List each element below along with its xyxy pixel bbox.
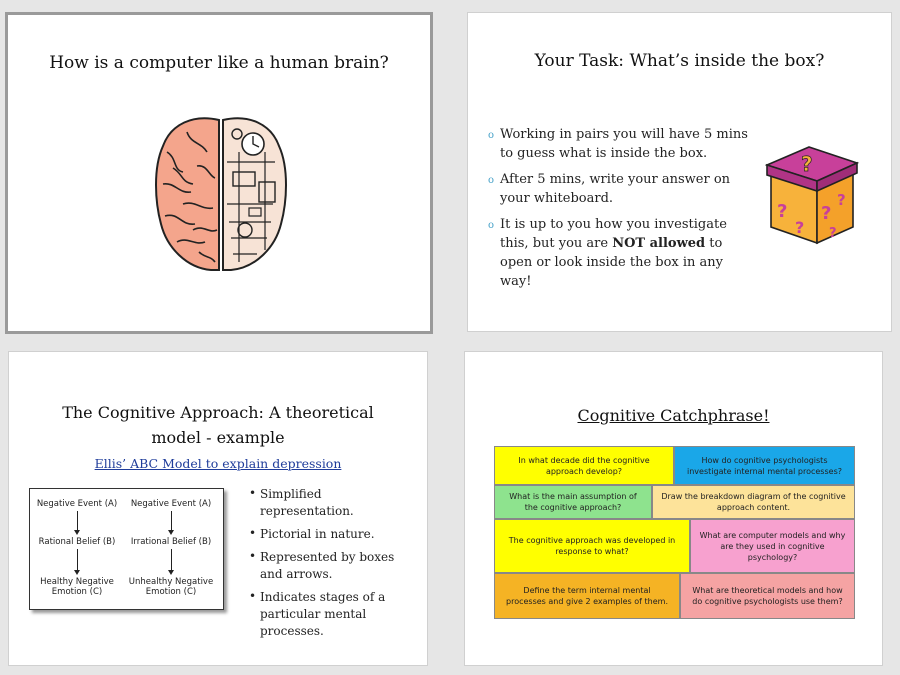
arrow-down-icon <box>168 549 174 575</box>
svg-text:?: ? <box>777 201 787 222</box>
model-bullet-3: •Represented by boxes and arrows. <box>249 549 395 581</box>
catchphrase-tile[interactable]: The cognitive approach was developed in … <box>494 519 690 573</box>
svg-text:?: ? <box>837 191 846 209</box>
catchphrase-tile[interactable]: What are computer models and why are the… <box>690 519 855 573</box>
catchphrase-tile[interactable]: Draw the breakdown diagram of the cognit… <box>652 485 855 519</box>
svg-text:?: ? <box>801 152 813 176</box>
slide-4-thumbnail[interactable]: Cognitive Catchphrase! In what decade di… <box>464 351 883 666</box>
arrow-down-icon <box>168 511 174 535</box>
catchphrase-tile[interactable]: What is the main assumption of the cogni… <box>494 485 652 519</box>
bullet-marker: o <box>488 130 495 141</box>
model-bullet-2: •Pictorial in nature. <box>249 526 375 541</box>
arrow-down-icon <box>74 549 80 575</box>
model-bullet-list: •Simplified representation. •Pictorial i… <box>249 486 417 646</box>
svg-text:?: ? <box>821 203 831 224</box>
half-brain-half-circuit-icon <box>155 117 287 271</box>
svg-text:?: ? <box>795 218 804 237</box>
model-bullet-4: •Indicates stages of a particular mental… <box>249 589 386 638</box>
arrow-down-icon <box>74 511 80 535</box>
bullet-marker: o <box>488 175 495 186</box>
slide-1-title: How is a computer like a human brain? <box>49 53 389 73</box>
slide-3-subtitle: Ellis’ ABC Model to explain depression <box>94 456 342 471</box>
model-right-a: Negative Event (A) <box>130 499 212 509</box>
model-right-b: Irrational Belief (B) <box>130 537 212 547</box>
catchphrase-tile[interactable]: How do cognitive psychologists investiga… <box>674 446 855 485</box>
model-left-a: Negative Event (A) <box>36 499 118 509</box>
catchphrase-grid: In what decade did the cognitive approac… <box>494 446 855 619</box>
catchphrase-tile[interactable]: Define the term internal mental processe… <box>494 573 680 619</box>
slide-3-title: The Cognitive Approach: A theoretical mo… <box>62 403 374 447</box>
catchphrase-tile[interactable]: What are theoretical models and how do c… <box>680 573 855 619</box>
model-left-b: Rational Belief (B) <box>38 537 116 547</box>
svg-text:?: ? <box>829 226 837 241</box>
slide-4-title: Cognitive Catchphrase! <box>577 406 770 425</box>
bullet-marker: o <box>488 220 495 231</box>
slide-1-thumbnail[interactable]: How is a computer like a human brain? <box>5 12 433 334</box>
model-right-c: Unhealthy Negative Emotion (C) <box>128 577 214 597</box>
slide-3-thumbnail[interactable]: The Cognitive Approach: A theoretical mo… <box>8 351 428 666</box>
emphasis-text: NOT allowed <box>612 236 706 251</box>
slide-2-title: Your Task: What’s inside the box? <box>534 51 825 71</box>
question-mark-box-icon: ? ? ? ? ? ? <box>765 146 860 245</box>
abc-model-diagram: Negative Event (A) Rational Belief (B) H… <box>29 488 224 610</box>
catchphrase-tile[interactable]: In what decade did the cognitive approac… <box>494 446 674 485</box>
model-bullet-1: •Simplified representation. <box>249 486 354 518</box>
model-left-c: Healthy Negative Emotion (C) <box>40 577 114 597</box>
